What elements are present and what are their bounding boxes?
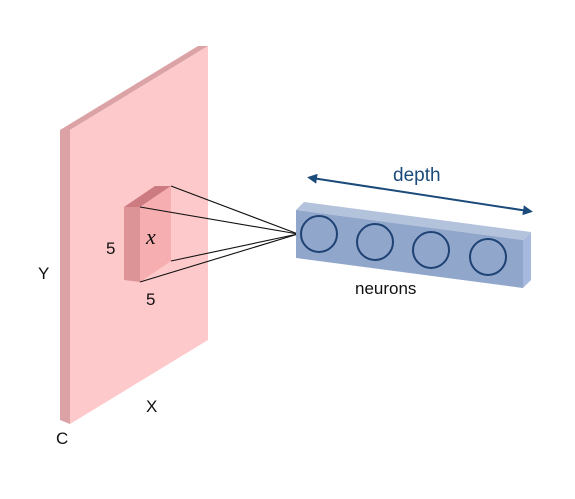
neurons	[300, 215, 507, 276]
connection-line	[170, 233, 299, 262]
filter-width-label: 5	[146, 290, 155, 309]
x-axis-label: X	[146, 397, 157, 416]
neuron	[469, 238, 507, 276]
filter-top	[124, 186, 171, 207]
connection-line	[139, 206, 299, 235]
neurons-label: neurons	[355, 279, 416, 298]
neuron-bar-front	[296, 210, 523, 288]
neuron-bar-end	[523, 232, 531, 288]
connection-line	[139, 233, 299, 283]
neuron	[412, 231, 450, 269]
filter-input-label: x	[145, 224, 156, 249]
depth-label: depth	[393, 165, 441, 186]
channels-label: C	[56, 429, 68, 448]
filter-block	[124, 186, 171, 282]
depth-arrow	[307, 173, 533, 216]
neuron	[356, 223, 394, 261]
input-volume-side	[60, 130, 70, 424]
filter-side	[124, 207, 140, 282]
filter-face	[140, 186, 171, 282]
connection-line	[170, 185, 299, 235]
connection-lines	[139, 185, 299, 283]
filter-height-label: 5	[106, 239, 115, 258]
input-volume-top	[60, 46, 208, 130]
neuron	[300, 215, 338, 253]
y-axis-label: Y	[38, 264, 49, 283]
